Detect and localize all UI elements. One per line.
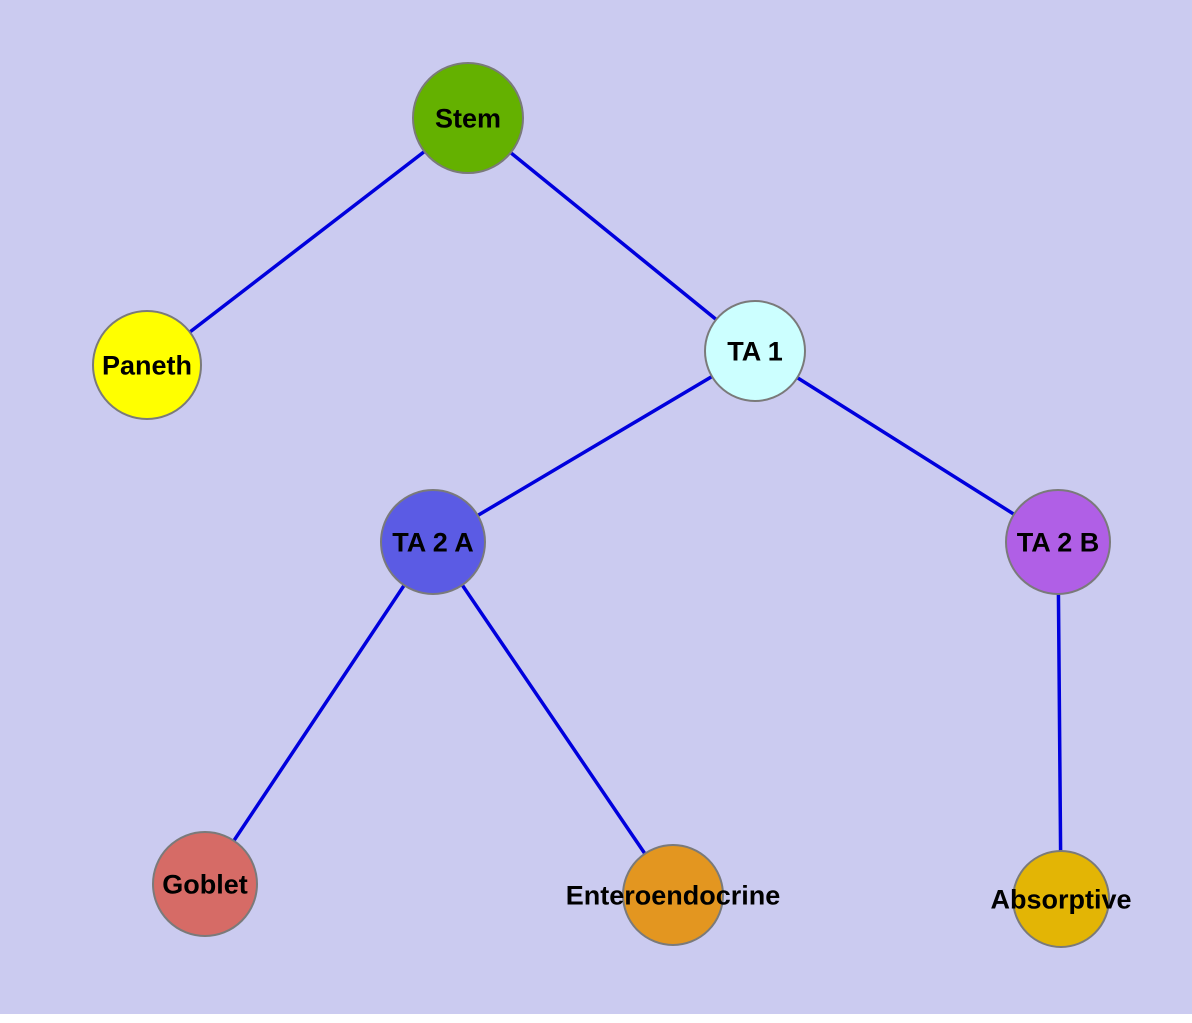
node-goblet[interactable]: Goblet [152, 831, 258, 937]
edge-stem-paneth [145, 116, 470, 367]
node-circle-absorptive[interactable] [1012, 850, 1110, 948]
edge-stem-ta1 [466, 116, 757, 353]
edge-ta2a-goblet [203, 540, 435, 886]
edge-ta2b-absorptive [1056, 540, 1063, 901]
edges-layer [145, 116, 1063, 901]
node-stem[interactable]: Stem [412, 62, 524, 174]
node-circle-ta1[interactable] [704, 300, 806, 402]
node-paneth[interactable]: Paneth [92, 310, 202, 420]
node-circle-stem[interactable] [412, 62, 524, 174]
node-circle-goblet[interactable] [152, 831, 258, 937]
node-ta2b[interactable]: TA 2 B [1005, 489, 1111, 595]
node-ta1[interactable]: TA 1 [704, 300, 806, 402]
node-ta2a[interactable]: TA 2 A [380, 489, 486, 595]
node-circle-enteroendocrine[interactable] [622, 844, 724, 946]
node-circle-ta2b[interactable] [1005, 489, 1111, 595]
edge-ta1-ta2b [753, 349, 1060, 544]
edge-ta1-ta2a [431, 349, 757, 544]
node-circle-paneth[interactable] [92, 310, 202, 420]
node-circle-ta2a[interactable] [380, 489, 486, 595]
edge-ta2a-enteroendocrine [431, 540, 675, 897]
